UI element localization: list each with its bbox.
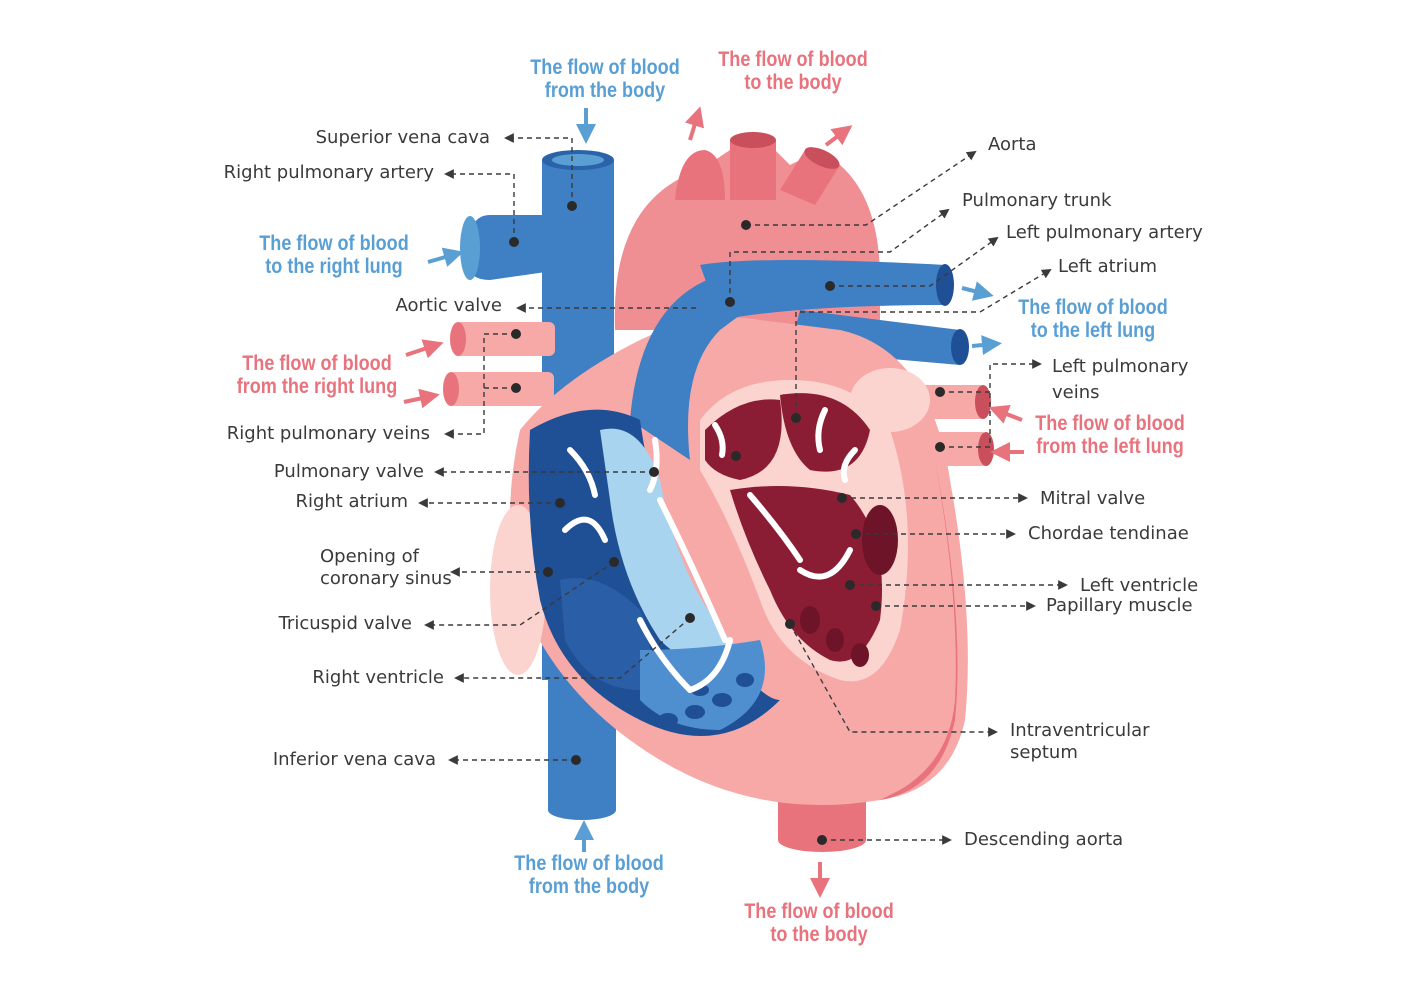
flow-top-red-line2: to the body bbox=[744, 71, 842, 94]
right-pulmonary-artery-shape bbox=[460, 215, 560, 280]
flow-from-left-lung-line1: The flow of blood bbox=[1035, 412, 1185, 435]
label-pulmonary-trunk: Pulmonary trunk bbox=[962, 190, 1112, 211]
right-pulmonary-veins-shape bbox=[443, 322, 555, 406]
label-papillary-muscle: Papillary muscle bbox=[1046, 595, 1193, 616]
flow-bottom-red-line2: to the body bbox=[770, 923, 868, 946]
flow-bottom-blue: The flow of blood from the body bbox=[507, 852, 670, 898]
label-pulmonary-valve: Pulmonary valve bbox=[273, 461, 424, 482]
label-intraventricular-septum: Intraventricular septum bbox=[1010, 720, 1150, 764]
flow-bottom-blue-line1: The flow of blood bbox=[514, 852, 664, 875]
label-left-pulmonary-veins: Left pulmonary veins bbox=[1052, 354, 1188, 406]
flow-top-red: The flow of blood to the body bbox=[711, 48, 874, 94]
anchor-dots bbox=[509, 201, 945, 845]
label-aortic-valve: Aortic valve bbox=[395, 295, 503, 316]
flow-from-right-lung: The flow of blood from the right lung bbox=[220, 352, 414, 398]
label-tricuspid-valve: Tricuspid valve bbox=[278, 613, 412, 634]
label-inferior-vena-cava: Inferior vena cava bbox=[272, 749, 436, 770]
flow-left-lung-line2: to the left lung bbox=[1030, 319, 1156, 342]
flow-top-blue: The flow of blood from the body bbox=[523, 56, 686, 102]
label-aorta: Aorta bbox=[988, 134, 1037, 155]
external-flow-arrows bbox=[403, 106, 1024, 898]
label-superior-vena-cava: Superior vena cava bbox=[315, 127, 490, 148]
flow-bottom-blue-line2: from the body bbox=[528, 875, 650, 898]
label-right-atrium: Right atrium bbox=[295, 491, 408, 512]
label-chordae-tendinae: Chordae tendinae bbox=[1028, 523, 1189, 544]
label-right-pulmonary-veins: Right pulmonary veins bbox=[226, 423, 430, 444]
flow-right-lung-line2: to the right lung bbox=[265, 255, 403, 278]
label-descending-aorta: Descending aorta bbox=[964, 829, 1124, 850]
flow-bottom-red: The flow of blood to the body bbox=[737, 900, 900, 946]
flow-from-right-lung-line1: The flow of blood bbox=[242, 352, 392, 375]
flow-from-left-lung-line2: from the left lung bbox=[1036, 435, 1184, 458]
label-mitral-valve: Mitral valve bbox=[1040, 488, 1146, 509]
label-right-ventricle: Right ventricle bbox=[312, 667, 444, 688]
flow-right-lung: The flow of blood to the right lung bbox=[243, 232, 425, 278]
flow-left-lung-line1: The flow of blood bbox=[1018, 296, 1168, 319]
label-intraventricular-septum-line2: septum bbox=[1010, 742, 1078, 763]
flow-from-left-lung: The flow of blood from the left lung bbox=[1015, 412, 1204, 458]
flow-left-lung: The flow of blood to the left lung bbox=[1003, 296, 1184, 342]
label-left-ventricle: Left ventricle bbox=[1080, 575, 1199, 596]
flow-top-red-line1: The flow of blood bbox=[718, 48, 868, 71]
label-opening-coronary-sinus-line1: Opening of bbox=[320, 546, 419, 567]
label-opening-coronary-sinus: Opening of coronary sinus bbox=[320, 546, 452, 590]
label-opening-coronary-sinus-line2: coronary sinus bbox=[320, 568, 452, 589]
label-right-pulmonary-artery: Right pulmonary artery bbox=[223, 162, 434, 183]
flow-from-right-lung-line2: from the right lung bbox=[236, 375, 398, 398]
flow-bottom-red-line1: The flow of blood bbox=[744, 900, 894, 923]
flow-top-blue-line1: The flow of blood bbox=[530, 56, 680, 79]
leader-lines bbox=[418, 133, 1068, 845]
label-left-pulmonary-veins-line2: veins bbox=[1052, 382, 1100, 403]
label-left-atrium: Left atrium bbox=[1058, 256, 1158, 277]
internal-flow-arrows bbox=[562, 407, 858, 693]
flow-right-lung-line1: The flow of blood bbox=[259, 232, 409, 255]
label-left-pulmonary-veins-line1: Left pulmonary bbox=[1052, 356, 1189, 377]
flow-top-blue-line2: from the body bbox=[544, 79, 666, 102]
label-intraventricular-septum-line1: Intraventricular bbox=[1010, 720, 1150, 741]
label-left-pulmonary-artery: Left pulmonary artery bbox=[1006, 222, 1203, 243]
